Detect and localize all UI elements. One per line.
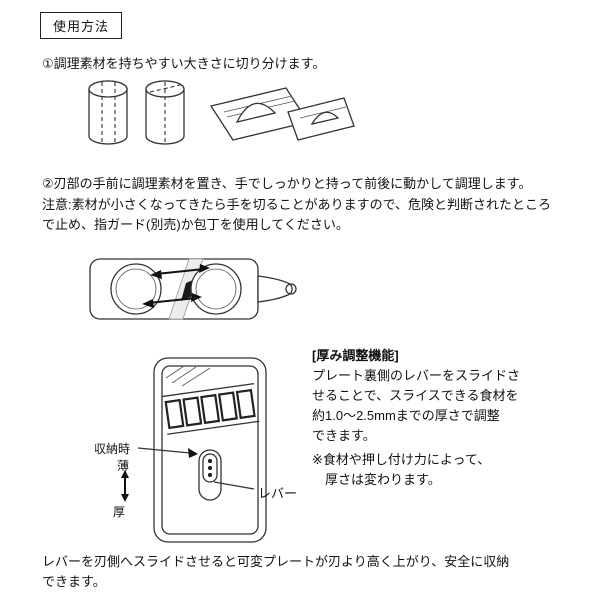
thin-label: 薄 — [117, 459, 130, 473]
hole-right — [191, 264, 241, 314]
thickness-body: プレート裏側のレバーをスライドさ せることで、スライスできる食材を 約1.0〜2… — [312, 368, 521, 444]
footer-text: レバーを刃側へスライドさせると可変プレートが刃より高く上がり、安全に収納 できま… — [42, 554, 510, 590]
storage-arrow — [138, 448, 198, 458]
thickness-note: ※食材や押し付け力によって、 厚さは変わります。 — [312, 452, 491, 488]
ingredient-cutting-illustration — [78, 76, 368, 164]
storage-label: 収納時 — [94, 442, 131, 456]
lever-slot — [199, 450, 221, 500]
motion-arrow-lower — [142, 293, 202, 308]
usage-title-box: 使用方法 — [40, 12, 123, 39]
blade-cell-row — [162, 384, 259, 435]
blade-hatch — [166, 366, 210, 386]
cylinder-with-cuts — [89, 81, 127, 144]
cylinder-with-cut — [146, 81, 184, 144]
lever — [203, 454, 217, 482]
slicer-board-1 — [211, 88, 308, 140]
step2-text: ②刃部の手前に調理素材を置き、手でしっかりと持って前後に動かして調理します。 — [42, 176, 532, 191]
lever-label: レバー — [258, 486, 298, 501]
slicer-handle — [258, 276, 296, 302]
usage-title: 使用方法 — [53, 19, 110, 34]
slicer-back-view-drawing — [121, 356, 312, 548]
caution-text: 注意:素材が小さくなってきたら手を切ることがありますので、危険と判断されたところ… — [42, 197, 552, 233]
slicer-board-2 — [288, 98, 354, 140]
motion-arrow-upper — [150, 264, 210, 279]
thickness-title: [厚み調整機能] — [312, 348, 399, 363]
lever-leader-line — [214, 482, 254, 489]
thick-label: 厚 — [113, 505, 126, 519]
slicer-back-view-illustration: 収納時 薄 厚 レバー — [92, 356, 312, 548]
thickness-arrow — [121, 470, 129, 502]
step1-text: ①調理素材を持ちやすい大きさに切り分けます。 — [42, 56, 326, 71]
slicer-top-view-illustration — [88, 243, 320, 337]
